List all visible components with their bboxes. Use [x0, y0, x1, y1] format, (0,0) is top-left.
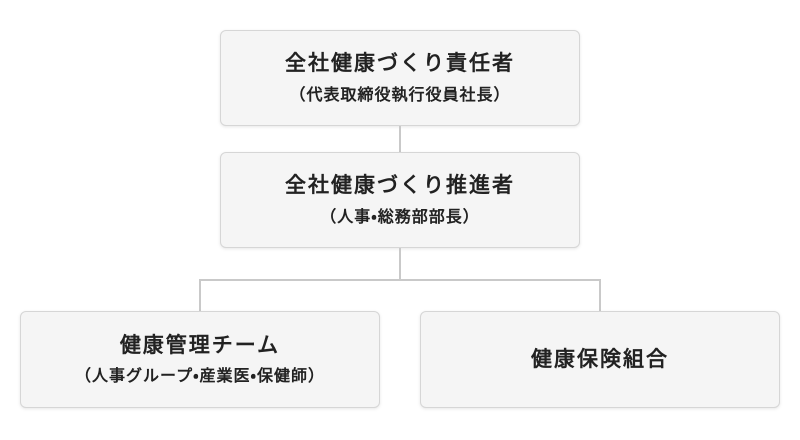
org-node-subtitle: （人事グループ・産業医・保健師） — [75, 368, 325, 385]
org-node-title: 健康保険組合 — [531, 347, 669, 371]
org-node-title: 全社健康づくり推進者 — [285, 174, 515, 198]
org-node-health-insurance-union: 健康保険組合 — [420, 311, 780, 408]
org-node-health-management-team: 健康管理チーム （人事グループ・産業医・保健師） — [20, 311, 380, 408]
org-node-title: 全社健康づくり責任者 — [285, 52, 515, 76]
connector-branch-right-drop — [599, 279, 601, 311]
org-node-title: 健康管理チーム — [119, 333, 281, 357]
connector-middle-stem — [399, 248, 401, 280]
org-node-company-health-responsible: 全社健康づくり責任者 （代表取締役執行役員社長） — [220, 30, 580, 126]
org-node-subtitle: （代表取締役執行役員社長） — [289, 86, 511, 104]
org-node-subtitle: （人事・総務部部長） — [320, 208, 480, 226]
connector-branch-horizontal — [199, 279, 601, 281]
org-node-company-health-promoter: 全社健康づくり推進者 （人事・総務部部長） — [220, 152, 580, 248]
connector-branch-left-drop — [199, 279, 201, 311]
connector-top-to-middle — [399, 126, 401, 152]
